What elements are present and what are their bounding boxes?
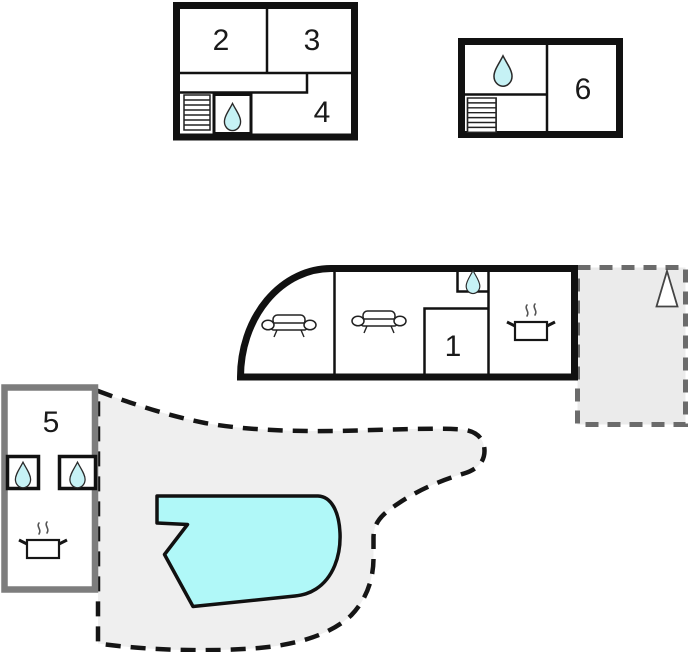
- building-upper-left: 2 3 4: [173, 2, 358, 141]
- north-arrow-icon: [655, 267, 679, 308]
- room-label-3: 3: [304, 24, 321, 57]
- staircase-icon: [183, 94, 211, 131]
- side-terrace-area: [575, 265, 688, 427]
- room-label-2: 2: [213, 24, 230, 57]
- building-main-walls: [236, 265, 578, 381]
- room-label-1: 1: [445, 330, 462, 363]
- building-main: 1: [236, 265, 578, 381]
- building-annex: 5: [1, 384, 99, 593]
- room-label-5: 5: [43, 406, 60, 439]
- room-label-6: 6: [575, 73, 592, 106]
- pool-terrace-area: [95, 387, 487, 652]
- swimming-pool: [155, 494, 342, 609]
- building-upper-left-walls: [173, 2, 358, 141]
- staircase-icon: [466, 97, 497, 134]
- building-upper-right: 6: [458, 38, 623, 138]
- interior-walls: [333, 272, 490, 374]
- room-label-4: 4: [314, 96, 331, 129]
- interior-walls: [180, 9, 351, 94]
- interior-walls: [464, 45, 549, 132]
